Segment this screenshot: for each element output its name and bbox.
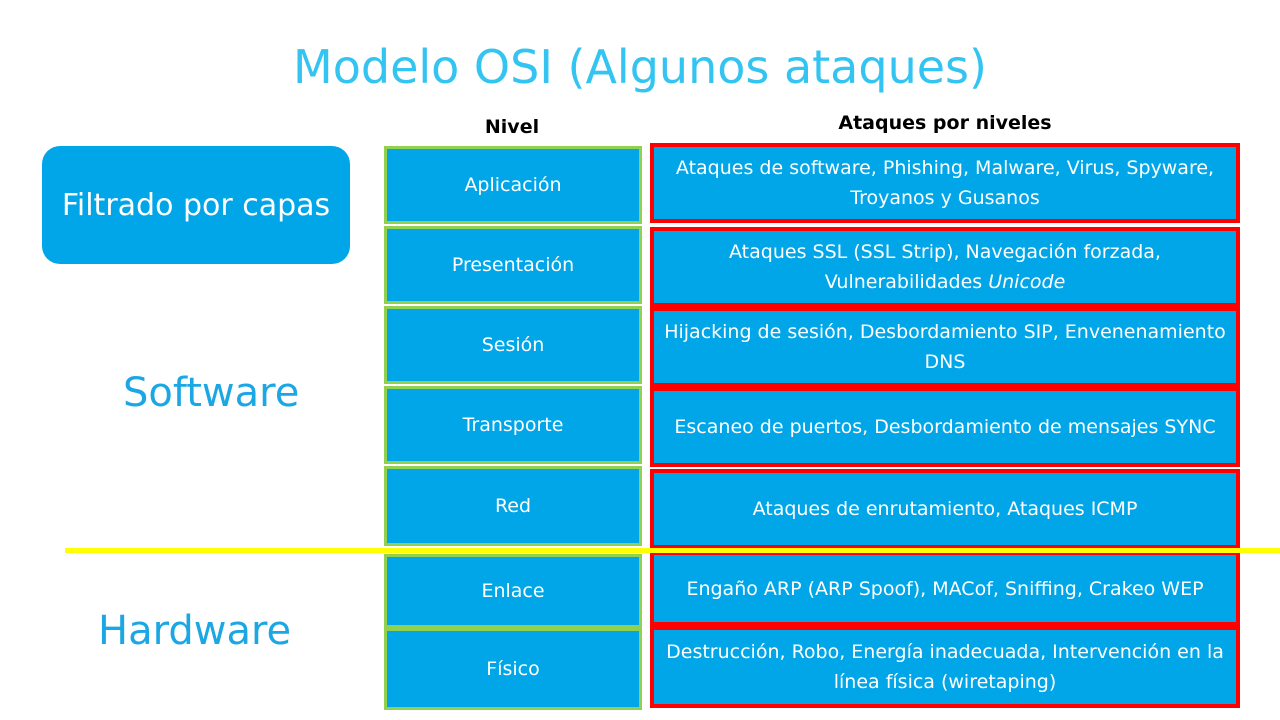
software-hardware-divider	[65, 548, 1280, 553]
level-fisico: Físico	[384, 628, 642, 710]
group-label-hardware: Hardware	[98, 608, 292, 654]
level-red: Red	[384, 466, 642, 546]
level-enlace: Enlace	[384, 554, 642, 628]
attacks-presentacion-text: Ataques SSL (SSL Strip), Navegación forz…	[729, 241, 1161, 293]
page-title: Modelo OSI (Algunos ataques)	[293, 40, 987, 94]
attacks-presentacion: Ataques SSL (SSL Strip), Navegación forz…	[650, 227, 1240, 307]
level-sesion: Sesión	[384, 306, 642, 384]
attacks-sesion: Hijacking de sesión, Desbordamiento SIP,…	[650, 307, 1240, 387]
attacks-transporte: Escaneo de puertos, Desbordamiento de me…	[650, 387, 1240, 467]
level-aplicacion: Aplicación	[384, 146, 642, 224]
attacks-aplicacion: Ataques de software, Phishing, Malware, …	[650, 143, 1240, 223]
attacks-fisico: Destrucción, Robo, Energía inadecuada, I…	[650, 626, 1240, 708]
attacks-enlace: Engaño ARP (ARP Spoof), MACof, Sniffing,…	[650, 551, 1240, 626]
column-header-ataques: Ataques por niveles	[838, 112, 1052, 134]
attacks-presentacion-italic: Unicode	[988, 271, 1066, 293]
filter-box: Filtrado por capas	[42, 146, 350, 264]
level-presentacion: Presentación	[384, 226, 642, 304]
group-label-software: Software	[123, 370, 300, 416]
column-header-nivel: Nivel	[484, 116, 540, 138]
attacks-red: Ataques de enrutamiento, Ataques ICMP	[650, 469, 1240, 549]
level-transporte: Transporte	[384, 386, 642, 464]
